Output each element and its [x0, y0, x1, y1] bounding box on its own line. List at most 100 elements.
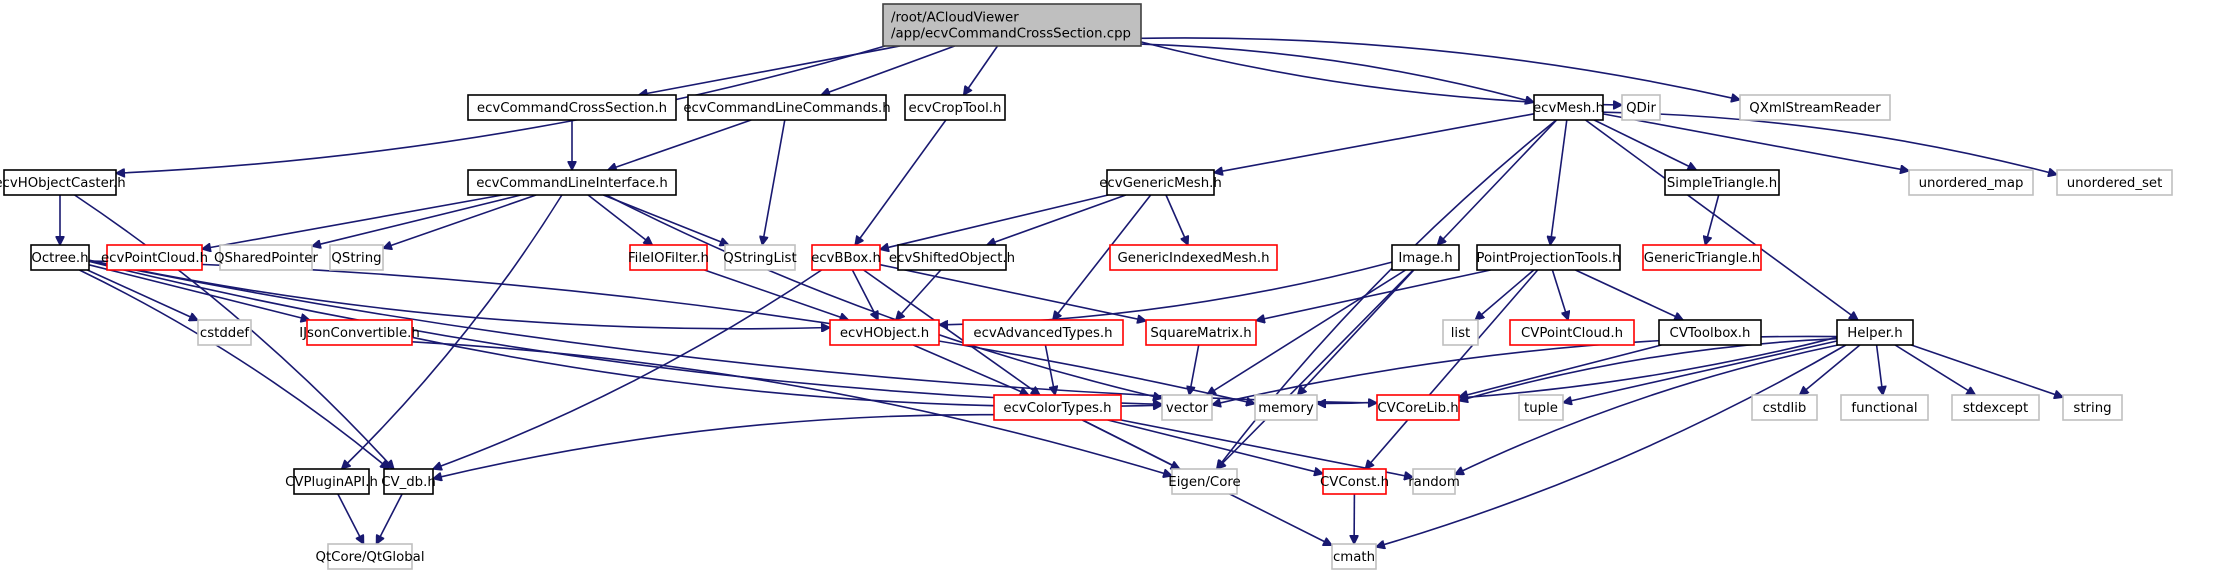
node-box[interactable] — [467, 169, 677, 196]
edge-root-to-QXmlStreamReader — [1140, 37, 1740, 100]
edge-Helper_h-to-CVCoreLib_h — [1459, 337, 1838, 401]
node-ecvCommandLineInterface_h[interactable]: ecvCommandLineInterface.h — [467, 169, 677, 196]
node-ecvHObject_h[interactable]: ecvHObject.h — [829, 319, 940, 346]
edge-CVToolbox_h-to-CVCoreLib_h — [1459, 344, 1662, 397]
node-box[interactable] — [1106, 169, 1215, 196]
node-list: list — [1442, 319, 1479, 346]
edge-IJsonConvertible_h-to-Eigen_Core — [411, 341, 1172, 476]
edge-Helper_h-to-string — [1911, 344, 2063, 397]
node-ecvColorTypes_h[interactable]: ecvColorTypes.h — [993, 394, 1122, 421]
node-QXmlStreamReader: QXmlStreamReader — [1739, 94, 1891, 121]
node-box[interactable] — [829, 319, 940, 346]
node-label: string — [2073, 401, 2111, 416]
node-box[interactable] — [1664, 169, 1780, 196]
node-CVPluginAPI_h[interactable]: CVPluginAPI.h — [285, 468, 378, 495]
edge-Helper_h-to-random — [1455, 344, 1839, 474]
node-Octree_h[interactable]: Octree.h — [30, 244, 90, 271]
node-box — [1621, 94, 1661, 121]
node-box[interactable] — [1476, 244, 1621, 271]
node-label: ecvGenericMesh.h — [1099, 176, 1222, 191]
node-GenericIndexedMesh_h[interactable]: GenericIndexedMesh.h — [1109, 244, 1278, 271]
node-label: ecvBBox.h — [811, 251, 881, 266]
node-box[interactable] — [1322, 468, 1387, 495]
node-box[interactable] — [904, 94, 1006, 121]
node-box[interactable] — [1509, 319, 1635, 346]
node-CVPointCloud_h[interactable]: CVPointCloud.h — [1509, 319, 1635, 346]
edge-PointProjectionTools_h-to-CVConst_h — [1365, 269, 1539, 469]
node-ecvPointCloud_h[interactable]: ecvPointCloud.h — [101, 244, 208, 271]
node-Image_h[interactable]: Image.h — [1391, 244, 1460, 271]
node-box[interactable] — [1836, 319, 1914, 346]
node-ecvCropTool_h[interactable]: ecvCropTool.h — [904, 94, 1006, 121]
node-ecvAdvancedTypes_h[interactable]: ecvAdvancedTypes.h — [962, 319, 1124, 346]
node-label: GenericIndexedMesh.h — [1117, 251, 1269, 266]
node-ecvBBox_h[interactable]: ecvBBox.h — [811, 244, 881, 271]
edge-ecvBBox_h-to-SquareMatrix_h — [879, 263, 1146, 321]
node-ecvGenericMesh_h[interactable]: ecvGenericMesh.h — [1099, 169, 1222, 196]
node-random: random — [1408, 468, 1460, 495]
node-label: ecvCropTool.h — [909, 101, 1002, 116]
node-box[interactable] — [811, 244, 881, 271]
node-label: QStringList — [723, 251, 796, 266]
node-box[interactable] — [897, 244, 1007, 271]
edge-Helper_h-to-cmath — [1376, 344, 1847, 547]
node-QDir: QDir — [1621, 94, 1661, 121]
node-box[interactable] — [306, 319, 413, 346]
node-label: list — [1451, 326, 1471, 341]
node-label: ecvCommandLineInterface.h — [476, 176, 668, 191]
node-cstdlib: cstdlib — [1751, 394, 1818, 421]
node-label: ecvCommandLineCommands.h — [683, 101, 890, 116]
node-root[interactable]: /root/ACloudViewer/app/ecvCommandCrossSe… — [882, 3, 1142, 47]
node-SimpleTriangle_h[interactable]: SimpleTriangle.h — [1664, 169, 1780, 196]
node-box[interactable] — [687, 94, 887, 121]
edge-ecvMesh_h-to-PointProjectionTools_h — [1550, 119, 1568, 245]
node-box[interactable] — [1642, 244, 1762, 271]
node-GenericTriangle_h[interactable]: GenericTriangle.h — [1642, 244, 1762, 271]
node-CV_db_h[interactable]: CV_db.h — [381, 468, 436, 495]
edge-ecvShiftedObject_h-to-ecvHObject_h — [896, 269, 942, 320]
node-label: cmath — [1333, 550, 1375, 565]
node-label: ecvAdvancedTypes.h — [973, 326, 1112, 341]
node-box[interactable] — [467, 94, 677, 121]
node-ecvCommandLineCommands_h[interactable]: ecvCommandLineCommands.h — [683, 94, 891, 121]
node-box[interactable] — [3, 169, 117, 196]
node-box — [2062, 394, 2123, 421]
node-box[interactable] — [1376, 394, 1460, 421]
node-label: stdexcept — [1963, 401, 2028, 416]
node-box[interactable] — [1109, 244, 1278, 271]
node-PointProjectionTools_h[interactable]: PointProjectionTools.h — [1476, 244, 1621, 271]
node-ecvMesh_h[interactable]: ecvMesh.h — [1533, 94, 1604, 121]
node-box[interactable] — [962, 319, 1124, 346]
edge-FileIOFilter_h-to-ecvHObject_h — [704, 269, 849, 320]
edge-ecvColorTypes_h-to-random — [1120, 419, 1413, 477]
node-ecvHObjectCaster_h[interactable]: ecvHObjectCaster.h — [0, 169, 126, 196]
node-CVCoreLib_h[interactable]: CVCoreLib.h — [1376, 394, 1460, 421]
edge-PointProjectionTools_h-to-list — [1475, 269, 1535, 320]
node-ecvShiftedObject_h[interactable]: ecvShiftedObject.h — [889, 244, 1015, 271]
node-CVConst_h[interactable]: CVConst.h — [1320, 468, 1389, 495]
node-box[interactable] — [1658, 319, 1762, 346]
node-box[interactable] — [629, 244, 708, 271]
node-box[interactable] — [106, 244, 203, 271]
node-box — [1331, 543, 1377, 570]
node-SquareMatrix_h[interactable]: SquareMatrix.h — [1145, 319, 1257, 346]
node-Helper_h[interactable]: Helper.h — [1836, 319, 1914, 346]
edge-ecvCommandLineInterface_h-to-QSharedPointer — [312, 194, 522, 246]
node-ecvCommandCrossSection_h[interactable]: ecvCommandCrossSection.h — [467, 94, 677, 121]
node-box[interactable] — [30, 244, 90, 271]
node-box[interactable] — [383, 468, 434, 495]
node-IJsonConvertible_h[interactable]: IJsonConvertible.h — [299, 319, 420, 346]
node-box[interactable] — [993, 394, 1122, 421]
node-label: tuple — [1524, 401, 1558, 416]
edge-root-to-ecvCropTool_h — [964, 45, 999, 95]
node-CVToolbox_h[interactable]: CVToolbox.h — [1658, 319, 1762, 346]
node-box[interactable] — [882, 3, 1142, 47]
edge-ecvCropTool_h-to-ecvBBox_h — [855, 119, 947, 245]
node-box[interactable] — [1145, 319, 1257, 346]
node-box[interactable] — [1533, 94, 1604, 121]
node-box — [1908, 169, 2034, 196]
node-FileIOFilter_h[interactable]: FileIOFilter.h — [628, 244, 709, 271]
node-label: SquareMatrix.h — [1150, 326, 1251, 341]
node-box[interactable] — [1391, 244, 1460, 271]
node-box[interactable] — [293, 468, 370, 495]
